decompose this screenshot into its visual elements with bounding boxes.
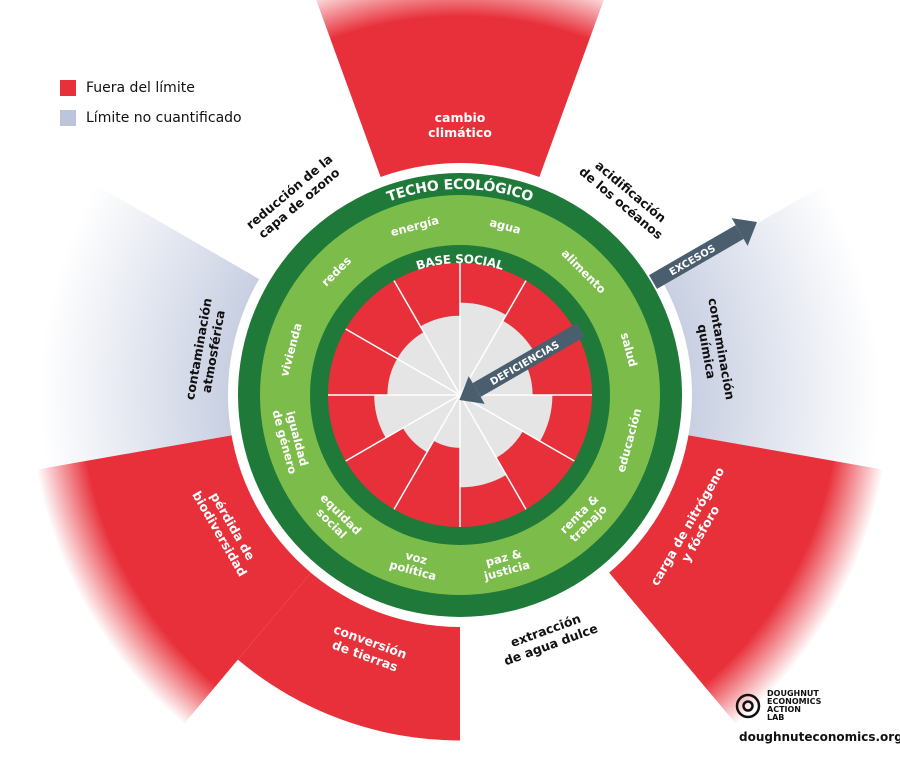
equity-shortfall-bar [402, 395, 460, 453]
unquantified-swatch [60, 110, 76, 126]
shortfall-divider [345, 394, 461, 462]
air-unquantified-wedge [19, 175, 263, 472]
climate-overshoot-wedge [316, 0, 604, 181]
legend-item-overshoot: Fuera del límite [60, 76, 242, 100]
shortfall-divider [345, 328, 461, 396]
education-shortfall-bar [460, 395, 553, 442]
legend-item-unquantified: Límite no cuantificado [60, 106, 242, 130]
social-foundation-label: BASE SOCIAL [414, 252, 505, 273]
nitrogen-overshoot-wedge [606, 434, 894, 733]
shortfall-divider [393, 280, 461, 396]
shortfall-divider [459, 280, 527, 396]
gender-shortfall-bar [374, 395, 460, 438]
water-shortfall-bar [460, 302, 507, 395]
legend-label-unquantified: Límite no cuantificado [86, 110, 242, 126]
overshoot-swatch [60, 80, 76, 96]
income-shortfall-bar [460, 395, 523, 458]
networks-shortfall-bar [397, 332, 460, 395]
brand-url[interactable]: doughnuteconomics.org [739, 730, 900, 744]
shortfall-divider [459, 394, 527, 510]
legend-label-overshoot: Fuera del límite [86, 80, 195, 96]
energy-shortfall-bar [420, 315, 460, 395]
land-overshoot-wedge [237, 569, 460, 741]
brand-name: DOUGHNUT ECONOMICS ACTION LAB [767, 689, 822, 722]
shortfall-divider [459, 394, 575, 462]
doughnut-logo-icon [735, 693, 761, 719]
legend: Fuera del límite Límite no cuantificado [60, 76, 242, 136]
housing-shortfall-bar [387, 358, 460, 395]
chemical-unquantified-wedge [657, 175, 900, 472]
food-shortfall-bar [460, 320, 535, 395]
shortfall-divider [393, 394, 461, 510]
biodiversity-overshoot-wedge [26, 434, 314, 733]
peace-shortfall-bar [460, 395, 507, 488]
voice-shortfall-bar [433, 395, 460, 448]
brand: DOUGHNUT ECONOMICS ACTION LAB doughnutec… [735, 690, 900, 744]
